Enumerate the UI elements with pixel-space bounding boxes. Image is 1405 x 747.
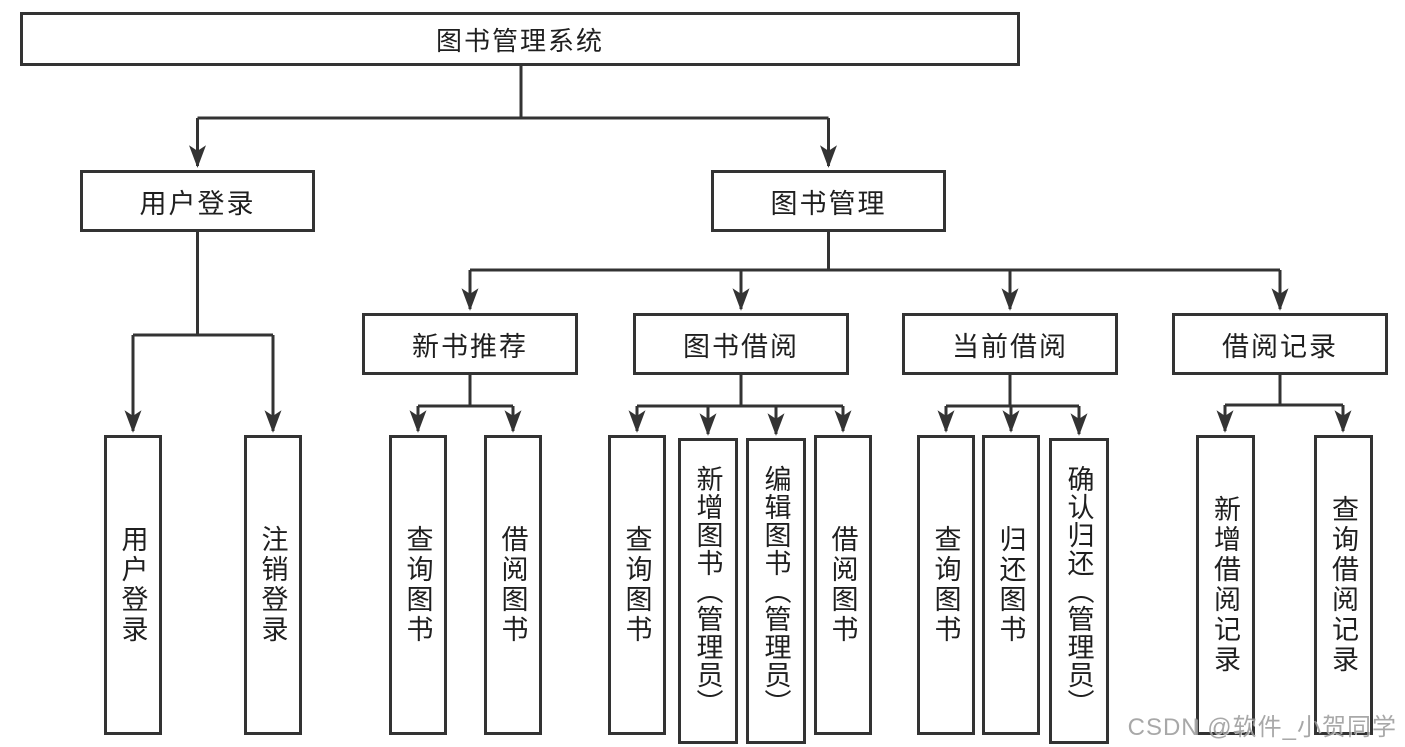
leaf-logout: 注销登录 [244, 435, 302, 735]
leaf-add-books-admin: 新增图书（管理员） [678, 438, 738, 744]
leaf-return-books: 归还图书 [982, 435, 1040, 735]
leaf-user-login: 用户登录 [104, 435, 162, 735]
node-current-borrow: 当前借阅 [902, 313, 1118, 375]
node-new-book-recommend: 新书推荐 [362, 313, 578, 375]
leaf-add-borrow-record: 新增借阅记录 [1196, 435, 1255, 735]
leaf-edit-books-admin: 编辑图书（管理员） [746, 438, 806, 744]
node-book-management: 图书管理 [711, 170, 946, 232]
leaf-borrow-books-recommend: 借阅图书 [484, 435, 542, 735]
leaf-query-books-recommend: 查询图书 [389, 435, 447, 735]
node-library-system: 图书管理系统 [20, 12, 1020, 66]
leaf-confirm-return-admin: 确认归还（管理员） [1049, 438, 1109, 744]
leaf-borrow-books: 借阅图书 [814, 435, 872, 735]
leaf-query-books-current: 查询图书 [917, 435, 975, 735]
csdn-watermark: CSDN @软件_小贺同学 [1127, 714, 1397, 741]
leaf-query-borrow-record: 查询借阅记录 [1314, 435, 1373, 735]
node-user-login: 用户登录 [80, 170, 315, 232]
node-borrow-records: 借阅记录 [1172, 313, 1388, 375]
leaf-query-books-borrow: 查询图书 [608, 435, 666, 735]
node-book-borrow: 图书借阅 [633, 313, 849, 375]
